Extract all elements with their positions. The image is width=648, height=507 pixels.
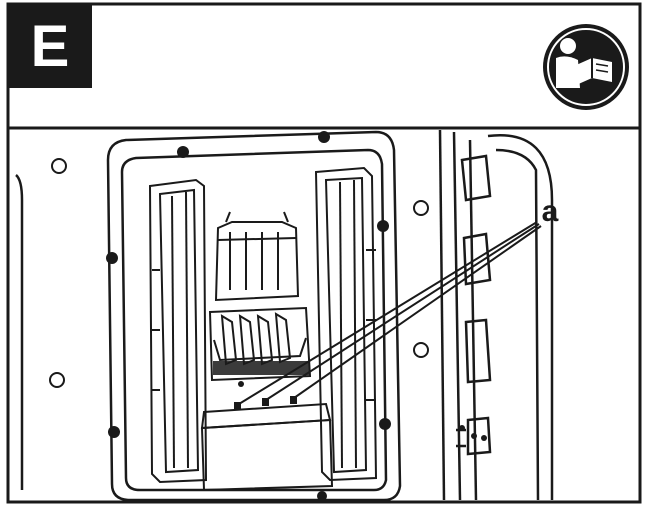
outer-frame bbox=[6, 2, 642, 504]
right-rail bbox=[314, 166, 378, 482]
lower-pocket bbox=[200, 402, 334, 492]
housing-dots bbox=[459, 425, 487, 441]
read-manual-icon bbox=[543, 24, 629, 110]
left-rail bbox=[148, 178, 208, 484]
left-housing-edge bbox=[15, 174, 24, 490]
upper-latch bbox=[214, 211, 300, 302]
step-label: E bbox=[31, 14, 70, 79]
mounting-plate bbox=[106, 130, 402, 502]
terminal-screw bbox=[238, 381, 244, 387]
terminal-block bbox=[208, 306, 312, 382]
right-housing bbox=[438, 129, 554, 501]
step-badge bbox=[8, 4, 92, 88]
mounting-holes bbox=[49, 158, 429, 388]
plate-screws bbox=[106, 131, 391, 501]
callout-label-a: a bbox=[542, 195, 559, 228]
callout-leaders bbox=[238, 221, 542, 405]
contact-pins bbox=[234, 396, 297, 410]
